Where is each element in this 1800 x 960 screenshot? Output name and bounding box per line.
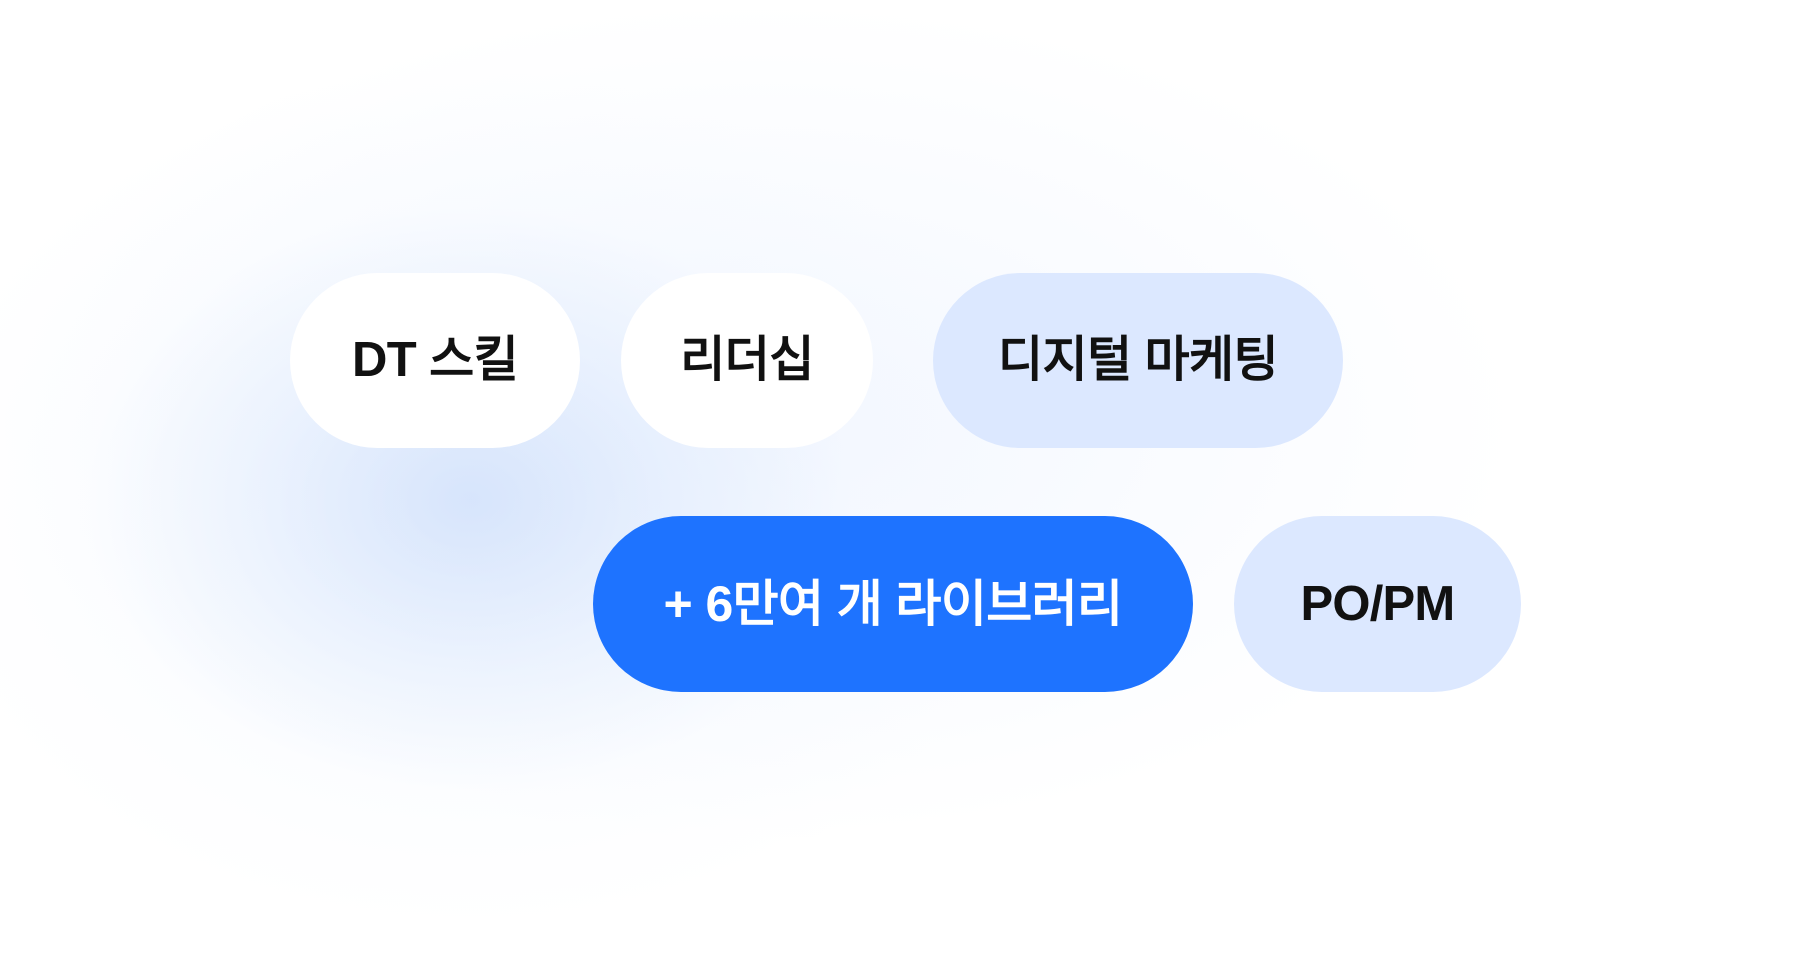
po-pm-chip[interactable]: PO/PM: [1234, 516, 1521, 692]
leadership-label: 리더십: [680, 333, 814, 387]
library-count-chip[interactable]: + 6만여 개 라이브러리: [593, 516, 1193, 692]
digital-marketing-chip[interactable]: 디지털 마케팅: [933, 273, 1343, 448]
library-count-label: + 6만여 개 라이브러리: [663, 576, 1123, 632]
dt-skill-chip[interactable]: DT 스킬: [290, 273, 580, 448]
dt-skill-label: DT 스킬: [351, 333, 519, 387]
leadership-chip[interactable]: 리더십: [621, 273, 873, 448]
digital-marketing-label: 디지털 마케팅: [998, 333, 1279, 387]
po-pm-label: PO/PM: [1300, 576, 1456, 631]
